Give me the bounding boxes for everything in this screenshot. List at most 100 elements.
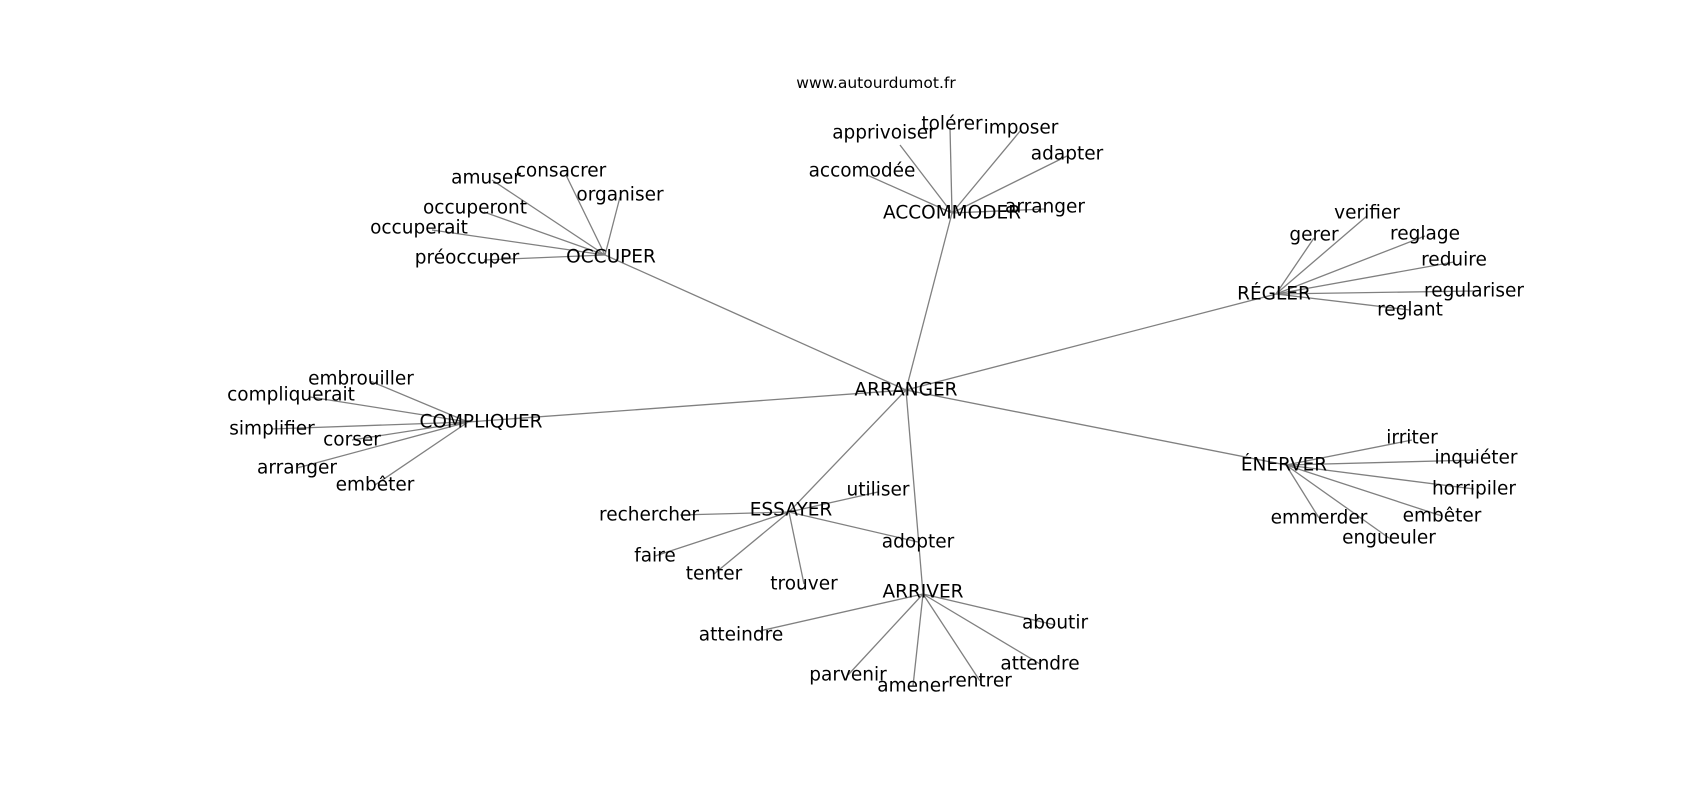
leaf-node-verifier[interactable]: verifier [1334, 203, 1400, 224]
leaf-node-embrouiller[interactable]: embrouiller [308, 369, 414, 390]
edge-occuper-amuser [491, 179, 606, 256]
edge-center-regler [905, 293, 1277, 391]
edge-accommoder-tolerer [949, 127, 953, 214]
leaf-node-irriter[interactable]: irriter [1386, 428, 1438, 449]
leaf-node-reglant[interactable]: reglant [1377, 300, 1443, 321]
edge-compliquer-embeter [374, 421, 469, 486]
leaf-node-simplifier[interactable]: simplifier [229, 419, 315, 440]
edge-accommoder-apprivoiser [899, 144, 953, 214]
edge-center-essayer [788, 389, 907, 513]
leaf-node-tenter[interactable]: tenter [686, 564, 743, 585]
edge-arriver-aboutir [922, 593, 1056, 626]
center-node[interactable]: ARRANGER [855, 380, 958, 401]
leaf-node-inquieter[interactable]: inquiéter [1434, 448, 1517, 469]
edge-regler-gerer [1275, 237, 1315, 295]
edge-compliquer-arranger [296, 421, 469, 469]
edge-center-accommoder [905, 212, 953, 391]
edge-center-enerver [905, 389, 1287, 466]
edge-regler-regulariser [1275, 290, 1475, 295]
edge-enerver-emmerder [1285, 464, 1320, 519]
leaf-node-tolerer[interactable]: tolérer [921, 114, 983, 135]
leaf-node-embeter[interactable]: embêter [336, 475, 415, 496]
leaf-node-reduire[interactable]: reduire [1421, 250, 1487, 271]
edge-accommoder-arranger [951, 208, 1046, 214]
edge-occuper-organiser [604, 196, 621, 256]
edge-center-occuper [604, 254, 907, 391]
hub-node-compliquer[interactable]: COMPLIQUER [419, 412, 542, 433]
edge-enerver-inquieter [1285, 459, 1477, 466]
edge-enerver-horripiler [1285, 464, 1475, 490]
edge-essayer-faire [654, 511, 790, 557]
leaf-node-attendre[interactable]: attendre [1000, 654, 1079, 675]
leaf-node-amener[interactable]: amener [877, 676, 949, 697]
leaf-node-horripiler[interactable]: horripiler [1432, 479, 1516, 500]
leaf-node-emmerder[interactable]: emmerder [1271, 508, 1368, 529]
leaf-node-adopter[interactable]: adopter [882, 532, 955, 553]
edge-center-arriver [905, 389, 924, 595]
leaf-node-reglage[interactable]: reglage [1390, 224, 1460, 245]
hub-node-occuper[interactable]: OCCUPER [566, 247, 656, 268]
edge-arriver-attendre [922, 593, 1041, 665]
edge-accommoder-adapter [951, 155, 1068, 214]
leaf-node-organiser[interactable]: organiser [576, 185, 664, 206]
hub-node-arriver[interactable]: ARRIVER [882, 582, 963, 603]
hub-node-essayer[interactable]: ESSAYER [750, 500, 833, 521]
leaf-node-adapter[interactable]: adapter [1031, 144, 1104, 165]
edge-regler-verifier [1275, 215, 1368, 295]
edge-accommoder-imposer [951, 129, 1022, 214]
edge-center-compliquer [467, 389, 907, 423]
edge-regler-reglant [1275, 293, 1411, 311]
leaf-node-arranger[interactable]: arranger [1005, 197, 1085, 218]
site-url[interactable]: www.autourdumot.fr [796, 74, 956, 92]
leaf-node-faire[interactable]: faire [634, 546, 676, 567]
edge-occuper-consacrer [565, 174, 606, 256]
leaf-node-atteindre[interactable]: atteindre [699, 625, 783, 646]
leaf-node-apprivoiser[interactable]: apprivoiser [832, 123, 936, 144]
edge-occuper-preoccuper [483, 254, 606, 261]
leaf-node-consacrer[interactable]: consacrer [516, 161, 607, 182]
leaf-node-rechercher[interactable]: rechercher [599, 505, 699, 526]
edge-essayer-trouver [788, 511, 805, 585]
edge-arriver-amener [912, 593, 924, 687]
leaf-node-occuperait[interactable]: occuperait [370, 218, 468, 239]
hub-node-enerver[interactable]: ÉNERVER [1241, 454, 1327, 476]
leaf-node-compliquerait[interactable]: compliquerait [227, 385, 355, 406]
edge-regler-reglage [1275, 235, 1426, 295]
edge-arriver-rentrer [922, 593, 981, 682]
edge-arriver-atteindre [754, 593, 924, 633]
edge-essayer-adopter [788, 511, 919, 543]
edge-layer [271, 127, 1477, 687]
leaf-node-arranger[interactable]: arranger [257, 458, 337, 479]
leaf-node-corser[interactable]: corser [323, 430, 381, 451]
edge-compliquer-compliquerait [309, 396, 469, 423]
leaf-node-trouver[interactable]: trouver [770, 574, 838, 595]
edge-enerver-engueuler [1285, 464, 1390, 539]
leaf-node-occuperont[interactable]: occuperont [423, 198, 527, 219]
edge-arriver-parvenir [847, 593, 924, 676]
edge-occuper-occuperait [431, 229, 606, 256]
hub-node-accommoder[interactable]: ACCOMMODER [883, 203, 1021, 224]
edge-essayer-utiliser [788, 491, 879, 513]
edge-essayer-rechercher [679, 511, 790, 516]
hub-node-regler[interactable]: RÉGLER [1237, 283, 1311, 305]
edge-enerver-embeter [1285, 464, 1443, 517]
leaf-node-parvenir[interactable]: parvenir [809, 665, 887, 686]
leaf-node-gerer[interactable]: gerer [1289, 225, 1339, 246]
leaf-node-regulariser[interactable]: regulariser [1424, 281, 1524, 302]
edge-regler-reduire [1275, 261, 1455, 295]
leaf-node-aboutir[interactable]: aboutir [1022, 613, 1089, 634]
edge-compliquer-corser [351, 421, 469, 441]
leaf-node-embeter[interactable]: embêter [1403, 506, 1482, 527]
leaf-node-accomodee[interactable]: accomodée [809, 161, 916, 182]
edge-compliquer-simplifier [271, 421, 469, 430]
leaf-node-imposer[interactable]: imposer [984, 118, 1059, 139]
leaf-node-rentrer[interactable]: rentrer [948, 671, 1012, 692]
edge-accommoder-accomodee [866, 174, 953, 214]
edge-enerver-irriter [1285, 439, 1413, 466]
leaf-node-engueuler[interactable]: engueuler [1342, 528, 1436, 549]
leaf-node-amuser[interactable]: amuser [451, 168, 521, 189]
leaf-node-utiliser[interactable]: utiliser [846, 480, 909, 501]
leaf-node-preoccuper[interactable]: préoccuper [415, 248, 520, 269]
